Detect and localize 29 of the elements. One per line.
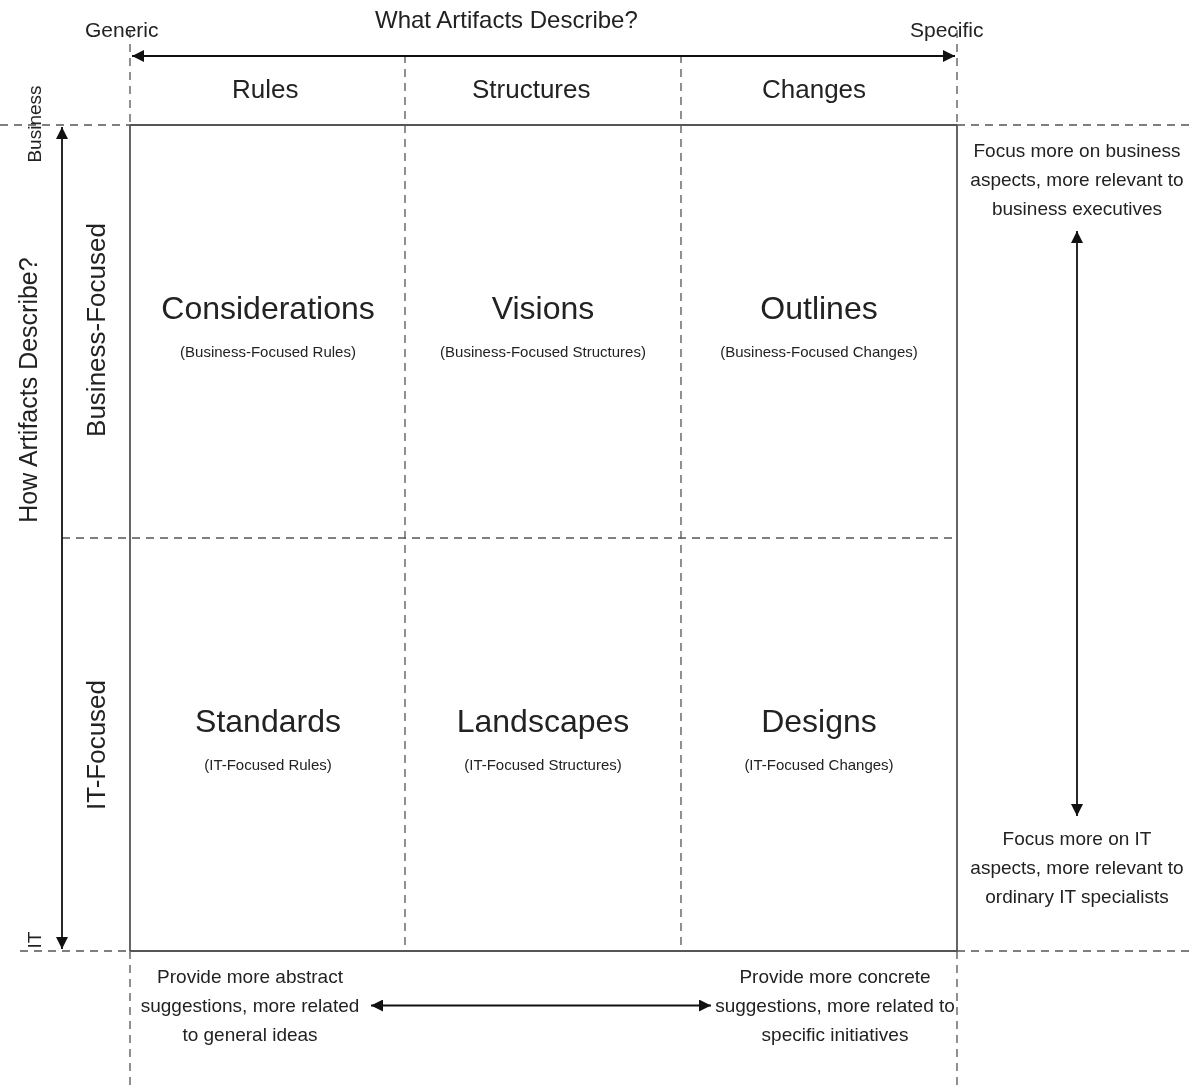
- axis-title: What Artifacts Describe?: [375, 6, 638, 34]
- header-label: IT-Focused: [80, 679, 112, 811]
- double-arrow: [1071, 230, 1083, 817]
- note-text: Focus more on IT aspects, more relevant to ordinary IT specialists: [968, 824, 1186, 911]
- note-text: Provide more abstract suggestions, more related to general ideas: [135, 962, 365, 1049]
- axis-end-label: Generic: [85, 18, 159, 42]
- note-text: Provide more concrete suggestions, more related to specific initiatives: [715, 962, 955, 1049]
- double-arrow: [370, 999, 712, 1012]
- axis-end-label: Business: [24, 85, 46, 163]
- axis-title: How Artifacts Describe?: [13, 257, 43, 523]
- cell-subtitle: (IT-Focused Changes): [744, 756, 894, 773]
- cell-title: Designs: [761, 703, 877, 740]
- cell-title: Standards: [195, 703, 341, 740]
- header-label: Rules: [232, 74, 299, 105]
- cell-title: Considerations: [161, 290, 375, 327]
- cell-subtitle: (IT-Focused Structures): [464, 756, 622, 773]
- cell-subtitle: (IT-Focused Rules): [204, 756, 332, 773]
- cell-subtitle: (Business-Focused Rules): [180, 343, 356, 360]
- note-text: Focus more on business aspects, more relevant to business executives: [968, 136, 1186, 223]
- cell-title: Visions: [491, 290, 595, 327]
- cell-title: Landscapes: [456, 703, 630, 740]
- header-label: Business-Focused: [80, 223, 112, 437]
- header-label: Structures: [472, 74, 591, 105]
- cell-subtitle: (Business-Focused Structures): [440, 343, 646, 360]
- cell-subtitle: (Business-Focused Changes): [720, 343, 918, 360]
- axis-end-label: IT: [24, 931, 46, 949]
- axis-end-label: Specific: [910, 18, 984, 42]
- header-label: Changes: [762, 74, 867, 105]
- cell-title: Outlines: [760, 290, 878, 327]
